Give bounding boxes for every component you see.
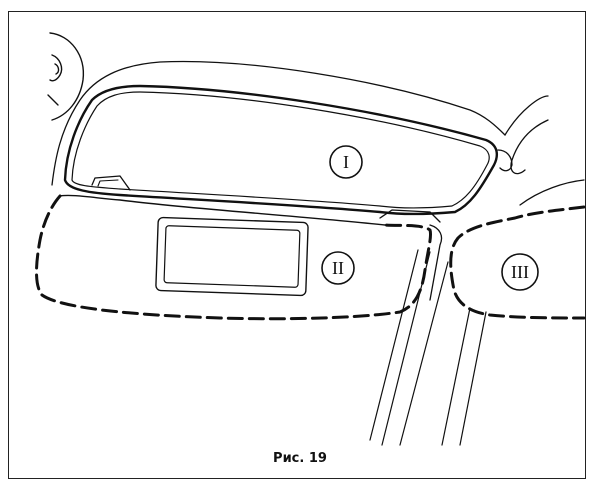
- label-II: II: [332, 258, 344, 278]
- label-III: III: [511, 262, 529, 282]
- a-pillar: [369, 249, 487, 446]
- side-panel-part: [449, 205, 586, 320]
- label-III-circle: [501, 253, 539, 291]
- roof-contour: [51, 60, 585, 206]
- visor-frame-part: [63, 84, 513, 223]
- vanity-mirror: [155, 216, 309, 297]
- figure-frame: [8, 11, 586, 479]
- label-I: I: [343, 152, 349, 172]
- label-I-circle: [329, 145, 363, 179]
- dome-light-knob: [47, 32, 85, 121]
- sun-visor-part: [35, 194, 443, 321]
- figure-caption: Рис. 19: [273, 451, 327, 466]
- label-II-circle: [321, 251, 355, 285]
